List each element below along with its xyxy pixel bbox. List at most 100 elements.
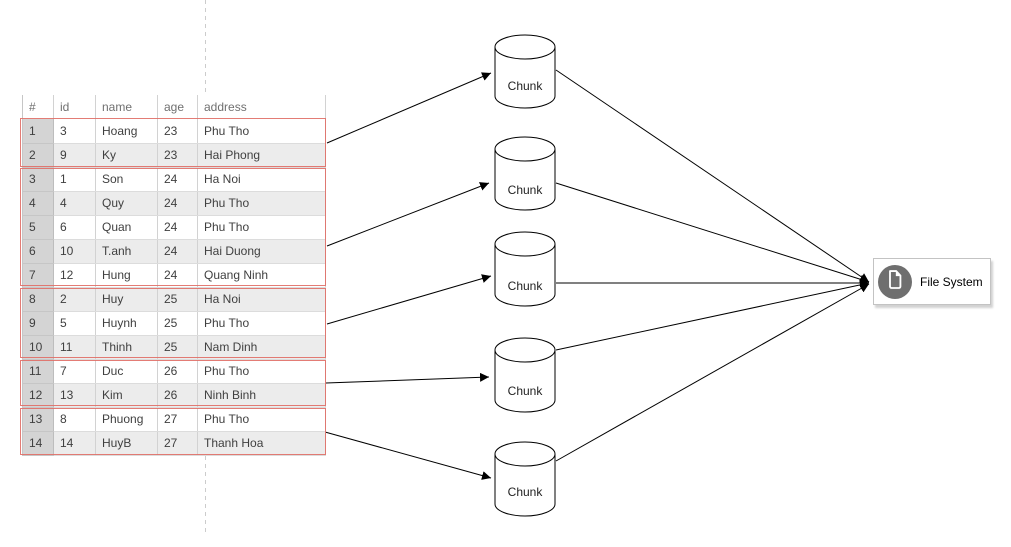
file-icon xyxy=(885,268,905,295)
edge-group3-to-chunk3[interactable] xyxy=(326,274,492,325)
chunk-node-2[interactable]: Chunk xyxy=(494,136,556,211)
cell-age: 24 xyxy=(157,239,198,264)
cell-num: 9 xyxy=(22,311,54,336)
cell-id: 4 xyxy=(53,191,96,216)
cell-name: Hoang xyxy=(95,119,158,144)
edge-group5-to-chunk5[interactable] xyxy=(324,431,492,480)
column-header-num: # xyxy=(22,95,54,119)
cell-num: 7 xyxy=(22,263,54,288)
cell-name: Huynh xyxy=(95,311,158,336)
cell-id: 1 xyxy=(53,167,96,192)
chunk-group-outline-5[interactable] xyxy=(20,408,326,455)
cell-age: 23 xyxy=(157,119,198,144)
cell-address: Ha Noi xyxy=(197,167,326,192)
cell-num: 11 xyxy=(22,359,54,384)
cell-id: 2 xyxy=(53,287,96,312)
cell-name: Duc xyxy=(95,359,158,384)
chunk-group-outline-4[interactable] xyxy=(20,360,326,406)
cell-name: Phuong xyxy=(95,407,158,432)
chunk-label: Chunk xyxy=(508,279,544,293)
chunk-label: Chunk xyxy=(508,384,544,398)
file-system-node[interactable]: File System xyxy=(873,258,991,305)
edge-group1-to-chunk1[interactable] xyxy=(326,72,492,144)
chunk-label: Chunk xyxy=(508,183,544,197)
cell-num: 3 xyxy=(22,167,54,192)
chunk-group-outline-1[interactable] xyxy=(20,118,326,167)
cell-address: Phu Tho xyxy=(197,407,326,432)
cell-age: 24 xyxy=(157,263,198,288)
cell-id: 8 xyxy=(53,407,96,432)
cell-address: Phu Tho xyxy=(197,191,326,216)
cell-age: 25 xyxy=(157,335,198,360)
cell-id: 13 xyxy=(53,383,96,408)
cell-address: Phu Tho xyxy=(197,215,326,240)
chunk-label: Chunk xyxy=(508,485,544,499)
column-header-age: age xyxy=(157,95,198,119)
chunk-node-5[interactable]: Chunk xyxy=(494,441,556,517)
cell-age: 23 xyxy=(157,143,198,168)
chunk-node-3[interactable]: Chunk xyxy=(494,231,556,307)
chunk-group-outline-3[interactable] xyxy=(20,288,326,358)
cell-age: 26 xyxy=(157,359,198,384)
cell-name: Hung xyxy=(95,263,158,288)
cell-age: 26 xyxy=(157,383,198,408)
cell-num: 13 xyxy=(22,407,54,432)
cell-id: 12 xyxy=(53,263,96,288)
cell-name: HuyB xyxy=(95,431,158,456)
cell-num: 10 xyxy=(22,335,54,360)
edge-chunk4-to-filesystem[interactable] xyxy=(555,280,870,351)
cell-age: 25 xyxy=(157,311,198,336)
edge-chunk1-to-filesystem[interactable] xyxy=(555,69,870,283)
cell-num: 14 xyxy=(22,431,54,456)
cell-id: 3 xyxy=(53,119,96,144)
cell-name: Kim xyxy=(95,383,158,408)
cell-id: 10 xyxy=(53,239,96,264)
cell-name: Son xyxy=(95,167,158,192)
chunk-label: Chunk xyxy=(508,79,544,93)
chunk-node-4[interactable]: Chunk xyxy=(494,337,556,413)
cell-address: Phu Tho xyxy=(197,119,326,144)
cell-address: Phu Tho xyxy=(197,359,326,384)
cell-address: Quang Ninh xyxy=(197,263,326,288)
cell-address: Ha Noi xyxy=(197,287,326,312)
edge-chunk5-to-filesystem[interactable] xyxy=(555,283,870,462)
column-header-name: name xyxy=(95,95,158,119)
cell-age: 24 xyxy=(157,167,198,192)
chunk-group-outline-2[interactable] xyxy=(20,168,326,286)
cell-name: Ky xyxy=(95,143,158,168)
cell-address: Phu Tho xyxy=(197,311,326,336)
cell-name: Huy xyxy=(95,287,158,312)
table-header-row: # id name age address xyxy=(22,95,326,119)
cell-num: 5 xyxy=(22,215,54,240)
edge-group2-to-chunk2[interactable] xyxy=(326,182,490,247)
edge-chunk2-to-filesystem[interactable] xyxy=(555,182,870,284)
cell-id: 5 xyxy=(53,311,96,336)
chunk-node-1[interactable]: Chunk xyxy=(494,34,556,109)
cell-address: Thanh Hoa xyxy=(197,431,326,456)
cell-age: 25 xyxy=(157,287,198,312)
cell-id: 6 xyxy=(53,215,96,240)
edge-group4-to-chunk4[interactable] xyxy=(325,372,490,384)
cell-id: 9 xyxy=(53,143,96,168)
cell-num: 4 xyxy=(22,191,54,216)
cell-id: 14 xyxy=(53,431,96,456)
cell-age: 27 xyxy=(157,431,198,456)
cell-num: 1 xyxy=(22,119,54,144)
cell-address: Ninh Binh xyxy=(197,383,326,408)
column-header-address: address xyxy=(197,95,326,119)
cell-address: Hai Duong xyxy=(197,239,326,264)
